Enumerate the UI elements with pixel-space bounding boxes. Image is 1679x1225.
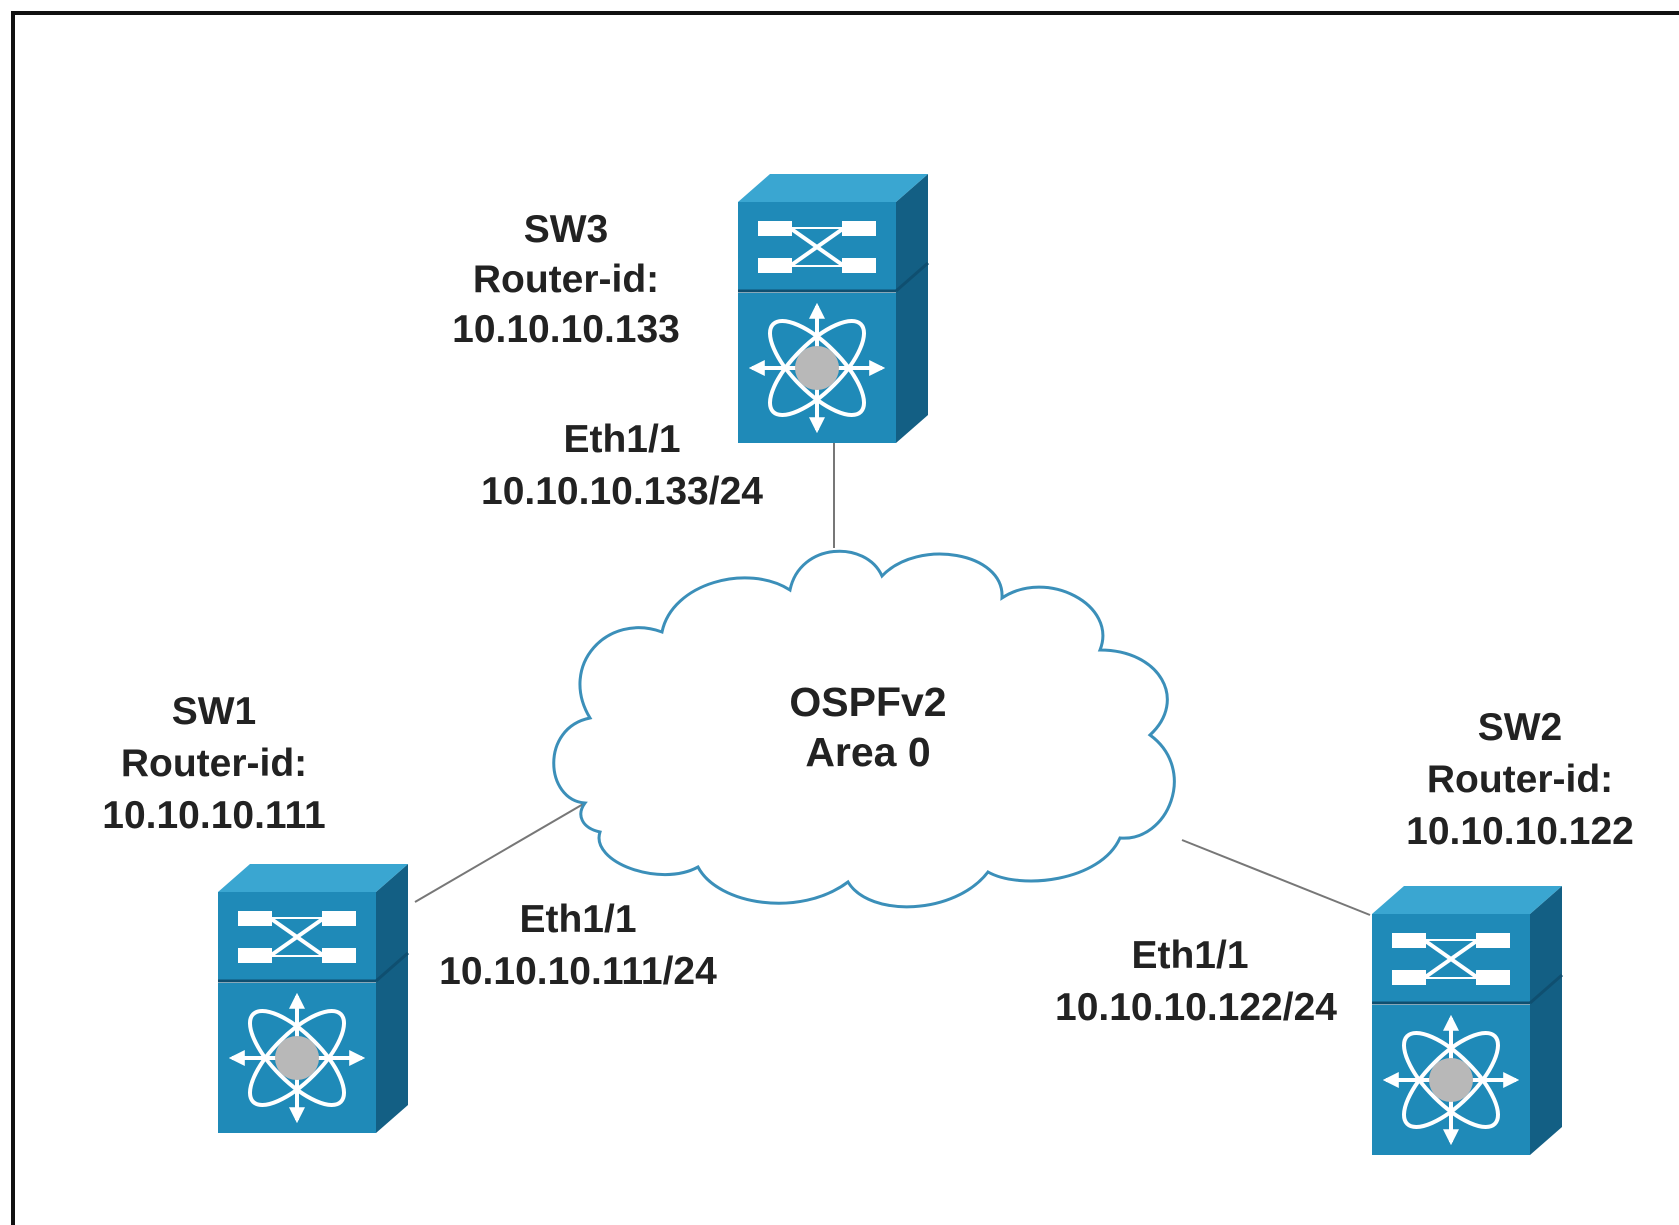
sw3-interface: Eth1/1 <box>563 418 680 461</box>
sw1-router-id-label: Router-id: <box>121 742 307 785</box>
sw1-interface-ip: 10.10.10.111/24 <box>439 950 717 993</box>
sw2-router-id-label: Router-id: <box>1427 758 1613 801</box>
sw2-interface-ip: 10.10.10.122/24 <box>1055 986 1337 1029</box>
sw2-router-id: 10.10.10.122 <box>1406 810 1634 853</box>
sw2-name: SW2 <box>1478 706 1563 749</box>
sw2-switch-icon <box>1372 886 1562 1155</box>
sw1-name: SW1 <box>172 690 257 733</box>
sw1-switch-icon <box>218 864 408 1133</box>
sw3-router-id-label: Router-id: <box>473 258 659 301</box>
sw3-interface-ip: 10.10.10.133/24 <box>481 470 763 513</box>
sw3-router-id: 10.10.10.133 <box>452 308 680 351</box>
cloud-label-protocol: OSPFv2 <box>789 679 946 725</box>
sw3-switch-icon <box>738 174 928 443</box>
diagram-frame <box>11 11 1679 1225</box>
sw3-name: SW3 <box>524 208 609 251</box>
sw1-interface: Eth1/1 <box>519 898 636 941</box>
sw2-interface: Eth1/1 <box>1131 934 1248 977</box>
cloud-label-area: Area 0 <box>805 729 930 775</box>
sw1-router-id: 10.10.10.111 <box>102 794 325 837</box>
ospf-area-cloud <box>552 549 1176 909</box>
link-sw2-cloud <box>1181 839 1371 916</box>
link-sw1-cloud <box>414 802 586 903</box>
